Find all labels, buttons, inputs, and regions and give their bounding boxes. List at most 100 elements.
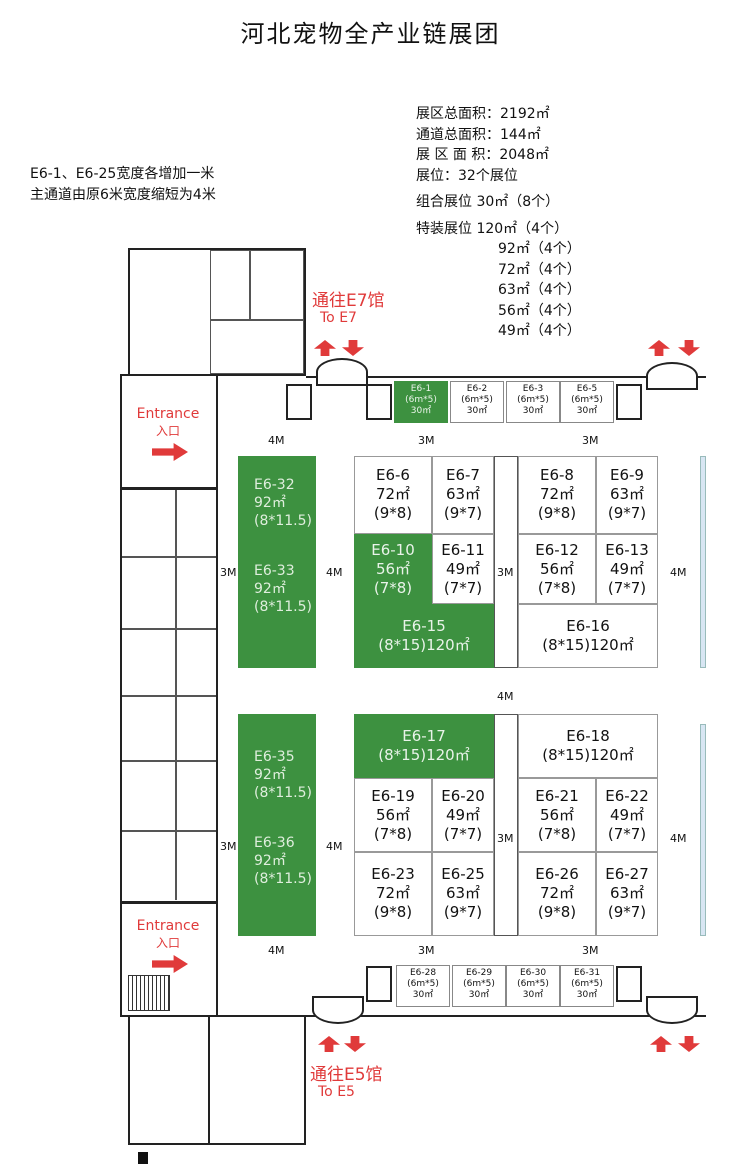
booth-e6-32-33[interactable]: E6-32 92㎡ (8*11.5) E6-33 92㎡ (8*11.5) bbox=[238, 456, 316, 668]
stat-aisle: 通道总面积：144㎡ bbox=[416, 126, 541, 143]
aisle-label: 4M bbox=[497, 690, 514, 703]
arrow-up-icon bbox=[318, 1036, 340, 1052]
booth-id: E6-3 bbox=[522, 384, 544, 394]
booth-e6-23[interactable]: E6-23 72㎡ (9*8) bbox=[354, 852, 432, 936]
booth-e6-12[interactable]: E6-12 56㎡ (7*8) bbox=[518, 534, 596, 604]
booth-area: 63㎡ bbox=[445, 884, 481, 902]
booth-id: E6-30 bbox=[519, 968, 547, 978]
booth-e6-31[interactable]: E6-31 (6m*5) 30㎡ bbox=[560, 965, 614, 1007]
booth-size: (6m*5) bbox=[517, 979, 549, 989]
aisle-label: 4M bbox=[268, 944, 285, 957]
booth-dim: (9*8) bbox=[537, 903, 577, 921]
booth-e6-28[interactable]: E6-28 (6m*5) 30㎡ bbox=[396, 965, 450, 1007]
stairs-icon bbox=[128, 975, 170, 1011]
booth-id: E6-31 bbox=[573, 968, 601, 978]
booth-e6-15[interactable]: E6-15 (8*15)120㎡ bbox=[354, 604, 494, 668]
booth-dim: (7*7) bbox=[443, 825, 483, 843]
booth-e6-1[interactable]: E6-1 (6m*5) 30㎡ bbox=[394, 381, 448, 423]
marker bbox=[138, 1152, 148, 1164]
aisle-label: 4M bbox=[670, 566, 687, 579]
booth-id: E6-22 bbox=[605, 787, 649, 805]
booth-size: (6m*5) bbox=[463, 979, 495, 989]
booth-e6-26[interactable]: E6-26 72㎡ (9*8) bbox=[518, 852, 596, 936]
booth-id: E6-5 bbox=[576, 384, 598, 394]
booth-dim: (7*7) bbox=[607, 825, 647, 843]
aisle-label: 3M bbox=[418, 944, 435, 957]
booth-e6-35-36[interactable]: E6-35 92㎡ (8*11.5) E6-36 92㎡ (8*11.5) bbox=[238, 714, 316, 936]
booth-dim: (8*11.5) bbox=[254, 599, 313, 615]
door-e7 bbox=[316, 358, 368, 386]
booth-area: 72㎡ bbox=[539, 485, 575, 503]
booth-e6-20[interactable]: E6-20 49㎡ (7*7) bbox=[432, 778, 494, 852]
booth-area: 30㎡ bbox=[466, 406, 488, 416]
booth-e6-25[interactable]: E6-25 63㎡ (9*7) bbox=[432, 852, 494, 936]
to-e5-cn: 通往E5馆 bbox=[310, 1065, 383, 1085]
booth-area: 92㎡ bbox=[254, 853, 286, 869]
booth-id: E6-6 bbox=[376, 466, 410, 484]
booth-dim: (8*11.5) bbox=[254, 513, 313, 529]
booth-id: E6-1 bbox=[410, 384, 432, 394]
booth-e6-3[interactable]: E6-3 (6m*5) 30㎡ bbox=[506, 381, 560, 423]
entrance-label-cn: 入口 bbox=[155, 936, 180, 950]
booth-area: 92㎡ bbox=[254, 581, 286, 597]
pillar bbox=[616, 384, 642, 420]
aisle-label: 3M bbox=[220, 840, 237, 853]
stat-92: 92㎡（4个） bbox=[498, 241, 581, 257]
booth-id: E6-19 bbox=[371, 787, 415, 805]
stat-combo: 组合展位 30㎡（8个） bbox=[416, 194, 560, 210]
booth-e6-8[interactable]: E6-8 72㎡ (9*8) bbox=[518, 456, 596, 534]
booth-e6-7[interactable]: E6-7 63㎡ (9*7) bbox=[432, 456, 494, 534]
booth-e6-2[interactable]: E6-2 (6m*5) 30㎡ bbox=[450, 381, 504, 423]
booth-area: 49㎡ bbox=[445, 806, 481, 824]
booth-dim: (8*15)120㎡ bbox=[378, 636, 470, 654]
entrance-label-en: Entrance bbox=[136, 406, 200, 422]
aisle-label: 3M bbox=[497, 832, 514, 845]
booth-id: E6-33 bbox=[254, 563, 295, 579]
booth-e6-22[interactable]: E6-22 49㎡ (7*7) bbox=[596, 778, 658, 852]
booth-e6-29[interactable]: E6-29 (6m*5) 30㎡ bbox=[452, 965, 506, 1007]
booth-e6-27[interactable]: E6-27 63㎡ (9*7) bbox=[596, 852, 658, 936]
booth-area: 63㎡ bbox=[445, 485, 481, 503]
booth-e6-5[interactable]: E6-5 (6m*5) 30㎡ bbox=[560, 381, 614, 423]
booth-e6-13[interactable]: E6-13 49㎡ (7*7) bbox=[596, 534, 658, 604]
aisle-gap bbox=[494, 456, 518, 668]
booth-e6-18[interactable]: E6-18 (8*15)120㎡ bbox=[518, 714, 658, 778]
booth-area: 49㎡ bbox=[609, 806, 645, 824]
booth-id: E6-25 bbox=[441, 865, 485, 883]
aisle-label: 3M bbox=[220, 566, 237, 579]
booth-e6-16[interactable]: E6-16 (8*15)120㎡ bbox=[518, 604, 658, 668]
booth-e6-9[interactable]: E6-9 63㎡ (9*7) bbox=[596, 456, 658, 534]
aisle-label: 3M bbox=[582, 944, 599, 957]
booth-e6-21[interactable]: E6-21 56㎡ (7*8) bbox=[518, 778, 596, 852]
booth-id: E6-18 bbox=[566, 727, 610, 745]
stat-49: 49㎡（4个） bbox=[498, 323, 581, 339]
south-service-room bbox=[128, 1015, 210, 1145]
booth-area: 30㎡ bbox=[576, 406, 598, 416]
aisle-gap bbox=[494, 714, 518, 936]
arrow-down-icon bbox=[342, 340, 364, 356]
booth-area: 30㎡ bbox=[468, 990, 490, 1000]
booth-area: 49㎡ bbox=[445, 560, 481, 578]
booth-id: E6-7 bbox=[446, 466, 480, 484]
booth-id: E6-20 bbox=[441, 787, 485, 805]
booth-e6-19[interactable]: E6-19 56㎡ (7*8) bbox=[354, 778, 432, 852]
divider bbox=[122, 830, 216, 832]
booth-e6-10[interactable]: E6-10 56㎡ (7*8) bbox=[354, 534, 432, 604]
booth-id: E6-16 bbox=[566, 617, 610, 635]
booth-area: 30㎡ bbox=[410, 406, 432, 416]
booth-e6-30[interactable]: E6-30 (6m*5) 30㎡ bbox=[506, 965, 560, 1007]
booth-e6-11[interactable]: E6-11 49㎡ (7*7) bbox=[432, 534, 494, 604]
arrow-up-icon bbox=[648, 340, 670, 356]
pillar bbox=[616, 966, 642, 1002]
aisle-label: 4M bbox=[268, 434, 285, 447]
booth-dim: (9*7) bbox=[607, 903, 647, 921]
booth-e6-6[interactable]: E6-6 72㎡ (9*8) bbox=[354, 456, 432, 534]
pillar bbox=[366, 384, 392, 420]
booth-dim: (9*8) bbox=[373, 903, 413, 921]
aisle-label: 3M bbox=[497, 566, 514, 579]
arrow-down-icon bbox=[678, 340, 700, 356]
divider bbox=[122, 556, 216, 558]
booth-id: E6-23 bbox=[371, 865, 415, 883]
south-entrance: Entrance 入口 bbox=[128, 918, 208, 951]
booth-e6-17[interactable]: E6-17 (8*15)120㎡ bbox=[354, 714, 494, 778]
